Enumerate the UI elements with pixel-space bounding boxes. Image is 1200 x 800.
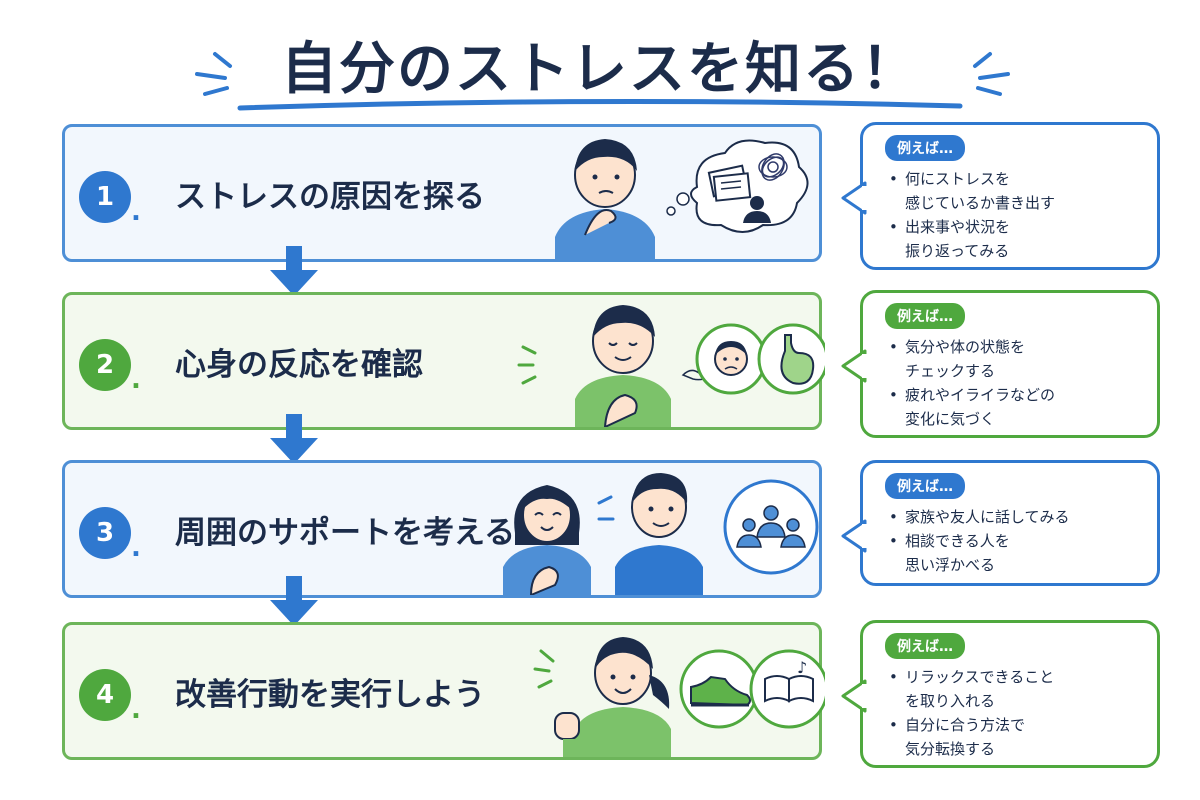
step-1-illustration — [555, 139, 809, 259]
step-4-illustration: ♪ — [533, 637, 825, 757]
list-item: 自分に合う方法で 気分転換する — [887, 713, 1147, 761]
person-icon — [743, 196, 771, 223]
speech-tail — [841, 181, 867, 215]
determined-person-icon — [533, 637, 671, 757]
example-badge: 例えば… — [885, 473, 965, 499]
step-4-number: 4 — [79, 669, 131, 721]
calm-person-icon — [517, 305, 710, 427]
step-2-illustration — [517, 305, 825, 427]
list-item: 出来事や状況を 振り返ってみる — [887, 215, 1147, 263]
example-line: リラックスできること を取り入れる — [905, 668, 1055, 710]
stomach-icon — [757, 323, 825, 395]
sneaker-icon — [679, 649, 759, 729]
example-list: リラックスできること を取り入れる 自分に合う方法で 気分転換する — [887, 665, 1147, 761]
example-card-1: 例えば… 何にストレスを 感じているか書き出す 出来事や状況を 振り返ってみる — [841, 122, 1160, 270]
page-title: 自分のストレスを知る！ — [281, 37, 919, 102]
tangled-thoughts-icon — [758, 153, 788, 181]
step-3-dot: . — [131, 533, 141, 563]
example-list: 気分や体の状態を チェックする 疲れやイライラなどの 変化に気づく — [887, 335, 1147, 431]
title-underline — [237, 98, 963, 111]
group-icon — [723, 479, 819, 575]
title-area: 自分のストレスを知る！ — [0, 14, 1200, 114]
step-1-number: 1 — [79, 171, 131, 223]
example-line: 気分や体の状態を チェックする — [905, 338, 1026, 380]
list-item: 疲れやイライラなどの 変化に気づく — [887, 383, 1147, 431]
step-3-number: 3 — [79, 507, 131, 559]
step-4-dot: . — [131, 695, 141, 725]
example-list: 家族や友人に話してみる 相談できる人を 思い浮かべる — [887, 505, 1147, 577]
example-line: 相談できる人を 思い浮かべる — [905, 532, 1010, 574]
step-2-card: 2 . 心身の反応を確認 — [62, 292, 825, 430]
step-2-dot: . — [131, 365, 141, 395]
papers-icon — [707, 164, 752, 202]
speech-tail — [841, 679, 867, 713]
example-badge: 例えば… — [885, 303, 965, 329]
arrow-down-icon — [270, 414, 318, 464]
step-1-dot: . — [131, 197, 141, 227]
step-1-title: ストレスの原因を探る — [175, 179, 485, 215]
example-card-3: 例えば… 家族や友人に話してみる 相談できる人を 思い浮かべる — [841, 460, 1160, 586]
list-item: 相談できる人を 思い浮かべる — [887, 529, 1147, 577]
example-list: 何にストレスを 感じているか書き出す 出来事や状況を 振り返ってみる — [887, 167, 1147, 263]
example-line: 出来事や状況を 振り返ってみる — [905, 218, 1011, 260]
two-people-talking-icon — [503, 473, 703, 595]
speech-tail — [841, 349, 867, 383]
arrow-down-icon — [270, 246, 318, 296]
spark-lines-right-icon — [973, 52, 1010, 96]
step-4-title: 改善行動を実行しよう — [175, 677, 485, 713]
example-line: 家族や友人に話してみる — [905, 508, 1070, 526]
example-badge: 例えば… — [885, 633, 965, 659]
example-badge: 例えば… — [885, 135, 965, 161]
thinking-person-icon — [555, 139, 655, 259]
speech-tail — [841, 519, 867, 553]
list-item: 気分や体の状態を チェックする — [887, 335, 1147, 383]
example-card-4: 例えば… リラックスできること を取り入れる 自分に合う方法で 気分転換する — [841, 620, 1160, 768]
step-3-title: 周囲のサポートを考える — [175, 515, 516, 551]
svg-text:♪: ♪ — [797, 658, 807, 677]
example-card-2: 例えば… 気分や体の状態を チェックする 疲れやイライラなどの 変化に気づく — [841, 290, 1160, 438]
step-3-card: 3 . 周囲のサポートを考える — [62, 460, 822, 598]
spark-lines-left-icon — [195, 52, 232, 96]
list-item: 家族や友人に話してみる — [887, 505, 1147, 529]
step-2-title: 心身の反応を確認 — [175, 347, 423, 383]
step-2-number: 2 — [79, 339, 131, 391]
step-4-card: 4 . 改善行動を実行しよう ♪ — [62, 622, 825, 760]
example-line: 自分に合う方法で 気分転換する — [905, 716, 1026, 758]
example-line: 疲れやイライラなどの 変化に気づく — [905, 386, 1056, 428]
sad-face-icon — [695, 323, 767, 395]
list-item: 何にストレスを 感じているか書き出す — [887, 167, 1147, 215]
arrow-down-icon — [270, 576, 318, 626]
step-1-card: 1 . ストレスの原因を探る — [62, 124, 822, 262]
example-line: 何にストレスを 感じているか書き出す — [905, 170, 1056, 212]
book-music-icon: ♪ — [749, 649, 825, 729]
list-item: リラックスできること を取り入れる — [887, 665, 1147, 713]
step-3-illustration — [503, 473, 819, 595]
